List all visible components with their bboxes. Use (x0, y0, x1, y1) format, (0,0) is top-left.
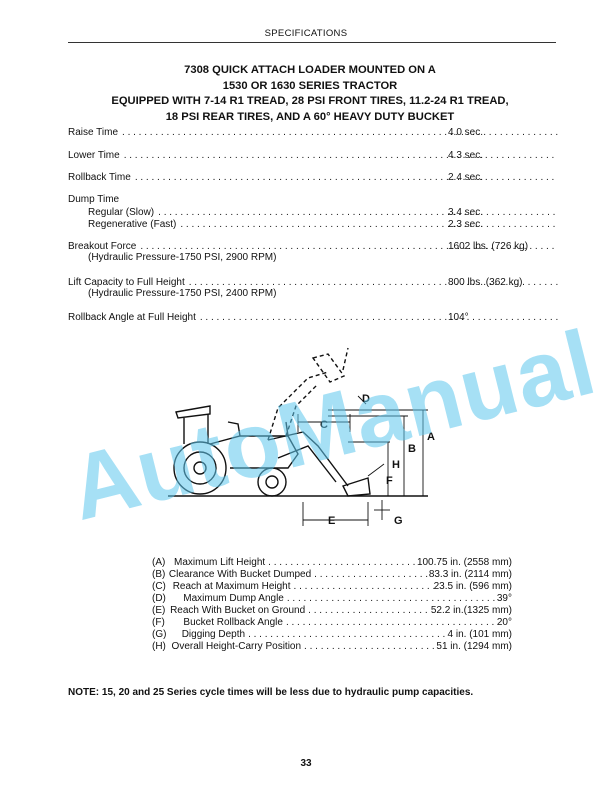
legend-value: 39° (496, 593, 512, 604)
legend-desc: Overall Height-Carry Position (171, 641, 302, 652)
legend-desc: Reach at Maximum Height (172, 581, 291, 592)
page-number: 33 (300, 758, 312, 769)
title-line-2: 1530 OR 1630 SERIES TRACTOR (222, 79, 398, 92)
dot-leader (176, 218, 558, 231)
legend-code: (H) (152, 641, 166, 652)
spec-rollback-angle: Rollback Angle at Full Height 104° (68, 311, 558, 324)
legend-value: 52.2 in.(1325 mm) (430, 605, 512, 616)
legend-value: 100.75 in. (2558 mm) (416, 557, 512, 568)
spec-label: Rollback Time (68, 172, 131, 183)
spec-value: 104° (448, 312, 469, 323)
dim-label-a: A (427, 431, 435, 443)
title-line-4: 18 PSI REAR TIRES, AND A 60° HEAVY DUTY … (165, 110, 455, 123)
section-header: SPECIFICATIONS (264, 28, 348, 39)
spec-lower-time: Lower Time 4.3 sec. (68, 149, 558, 162)
dot-leader (118, 126, 558, 139)
legend-row: (G) Digging Depth 4 in. (101 mm) (152, 629, 512, 641)
spec-breakout-force: Breakout Force 1602 lbs. (726 kg) (68, 240, 558, 253)
legend-row: (C) Reach at Maximum Height 23.5 in. (59… (152, 581, 512, 593)
legend-code: (G) (152, 629, 167, 640)
dot-leader (283, 617, 497, 629)
dot-leader (120, 149, 558, 162)
spec-dump-regular: Regular (Slow) 3.4 sec. (68, 206, 558, 219)
legend-desc: Maximum Dump Angle (183, 593, 284, 604)
footnote: NOTE: 15, 20 and 25 Series cycle times w… (68, 687, 474, 698)
legend-row: (D) Maximum Dump Angle 39° (152, 593, 512, 605)
header-rule (68, 42, 556, 43)
legend-code: (F) (152, 617, 165, 628)
dot-leader (284, 593, 497, 605)
dot-leader (131, 171, 558, 184)
legend-value: 83.3 in. (2114 mm) (428, 569, 512, 580)
legend-desc: Digging Depth (181, 629, 246, 640)
legend-desc: Clearance With Bucket Dumped (168, 569, 312, 580)
legend-row: (A) Maximum Lift Height 100.75 in. (2558… (152, 557, 512, 569)
spec-label: Breakout Force (68, 241, 137, 252)
legend-desc: Maximum Lift Height (174, 557, 266, 568)
spec-dump-regenerative: Regenerative (Fast) 2.3 sec. (68, 218, 558, 231)
legend-value: 23.5 in. (596 mm) (433, 581, 512, 592)
dim-label-b: B (408, 443, 416, 455)
loader-dimension-diagram: A B C D E F G H (168, 347, 435, 527)
title-line-3: EQUIPPED WITH 7-14 R1 TREAD, 28 PSI FRON… (111, 95, 509, 107)
dump-time-heading: Dump Time (68, 194, 120, 205)
dim-label-f: F (386, 475, 393, 487)
dim-label-h: H (392, 459, 400, 471)
dot-leader (305, 605, 431, 617)
spec-lift-capacity: Lift Capacity to Full Height 800 lbs. (3… (68, 276, 558, 289)
legend-row: (H) Overall Height-Carry Position 51 in.… (152, 641, 512, 653)
legend-row: (E) Reach With Bucket on Ground 52.2 in.… (152, 605, 512, 617)
spec-label: Regular (Slow) (88, 207, 155, 218)
legend-desc: Bucket Rollback Angle (183, 617, 283, 628)
tractor-illustration (173, 405, 299, 497)
spec-value: 4.0 sec. (448, 127, 484, 138)
legend-row: (F) Bucket Rollback Angle 20° (152, 617, 512, 629)
legend-code: (D) (152, 593, 166, 604)
spec-label: Regenerative (Fast) (88, 219, 177, 230)
legend-code: (C) (152, 581, 166, 592)
legend-value: 51 in. (1294 mm) (436, 641, 512, 652)
spec-raise-time: Raise Time 4.0 sec. (68, 126, 558, 139)
dim-label-d: D (362, 393, 370, 405)
dim-label-c: C (320, 419, 328, 431)
dot-leader (265, 557, 417, 569)
spec-value: 1602 lbs. (726 kg) (448, 241, 529, 252)
lift-note: (Hydraulic Pressure-1750 PSI, 2400 RPM) (88, 288, 277, 299)
legend-code: (E) (152, 605, 166, 616)
spec-label: Lift Capacity to Full Height (68, 277, 185, 288)
spec-label: Lower Time (68, 150, 120, 161)
legend-code: (B) (152, 569, 166, 580)
legend-code: (A) (152, 557, 166, 568)
dot-leader (291, 581, 434, 593)
breakout-note: (Hydraulic Pressure-1750 PSI, 2900 RPM) (88, 252, 277, 263)
legend-row: (B) Clearance With Bucket Dumped 83.3 in… (152, 569, 512, 581)
legend-value: 4 in. (101 mm) (447, 629, 512, 640)
title-line-1: 7308 QUICK ATTACH LOADER MOUNTED ON A (184, 64, 436, 76)
dim-label-g: G (394, 515, 403, 527)
spec-value: 2.3 sec. (448, 219, 484, 230)
spec-value: 2.4 sec. (448, 172, 484, 183)
page-title: 7308 QUICK ATTACH LOADER MOUNTED ON A 15… (60, 63, 560, 125)
dot-leader (311, 569, 429, 581)
spec-value: 800 lbs. (362 kg) (448, 277, 523, 288)
spec-value: 4.3 sec. (448, 150, 484, 161)
dim-label-e: E (328, 515, 335, 527)
legend-desc: Reach With Bucket on Ground (170, 605, 306, 616)
dimension-lines (297, 395, 428, 526)
loader-arm-lowered (267, 431, 371, 497)
dot-leader (245, 629, 447, 641)
spec-value: 3.4 sec. (448, 207, 484, 218)
dot-leader (301, 641, 436, 653)
legend-value: 20° (496, 617, 512, 628)
spec-label: Raise Time (68, 127, 119, 138)
spec-rollback-time: Rollback Time 2.4 sec. (68, 171, 558, 184)
spec-label: Rollback Angle at Full Height (68, 312, 196, 323)
dot-leader (196, 311, 558, 324)
loader-arm-raised (267, 347, 349, 441)
